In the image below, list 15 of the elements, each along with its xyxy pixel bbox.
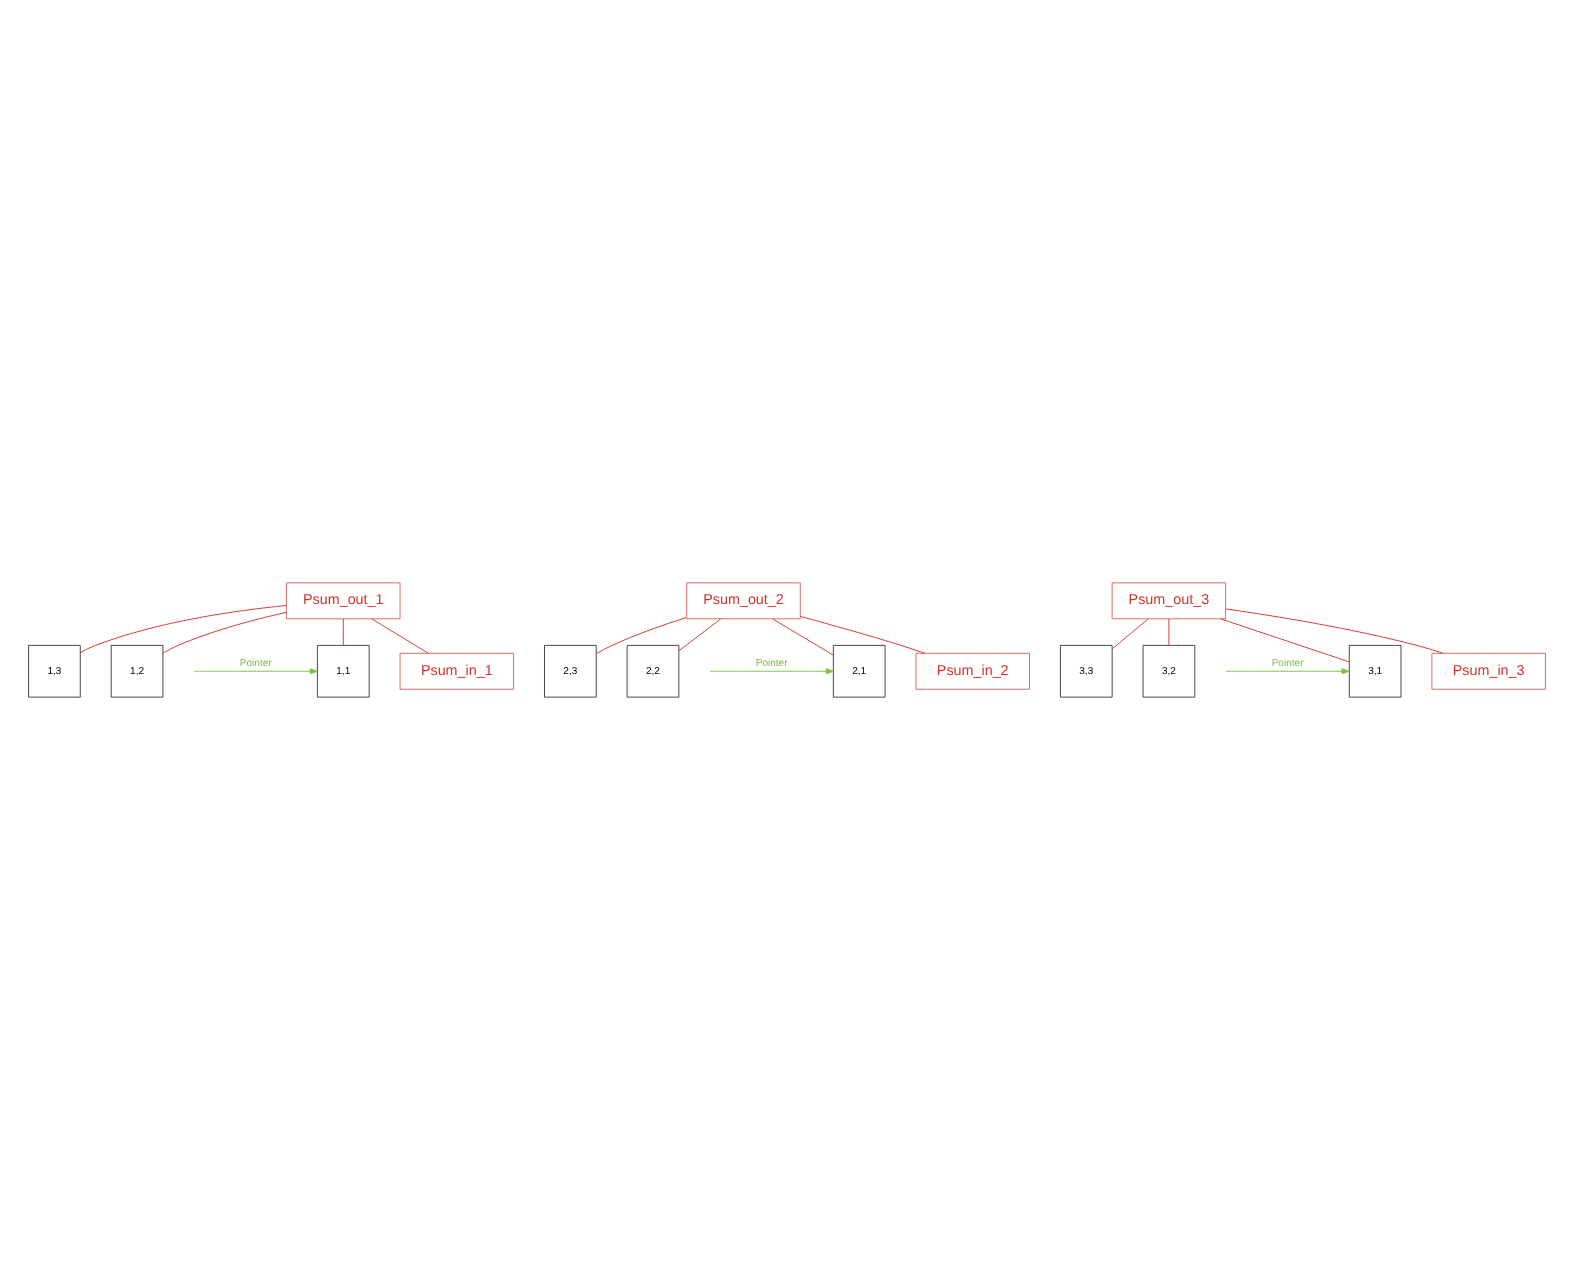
connector [595, 617, 687, 655]
connector [371, 618, 429, 654]
connector [342, 618, 344, 646]
connector [79, 605, 287, 654]
connector [1111, 618, 1149, 650]
connector [772, 618, 834, 656]
connector [1225, 608, 1444, 654]
arrow [1225, 668, 1350, 675]
arrow [709, 668, 834, 675]
connector [1168, 618, 1170, 646]
connector [162, 611, 287, 654]
connector [1220, 618, 1350, 663]
arrow [193, 668, 318, 675]
connector [799, 616, 926, 654]
connector [678, 618, 722, 652]
